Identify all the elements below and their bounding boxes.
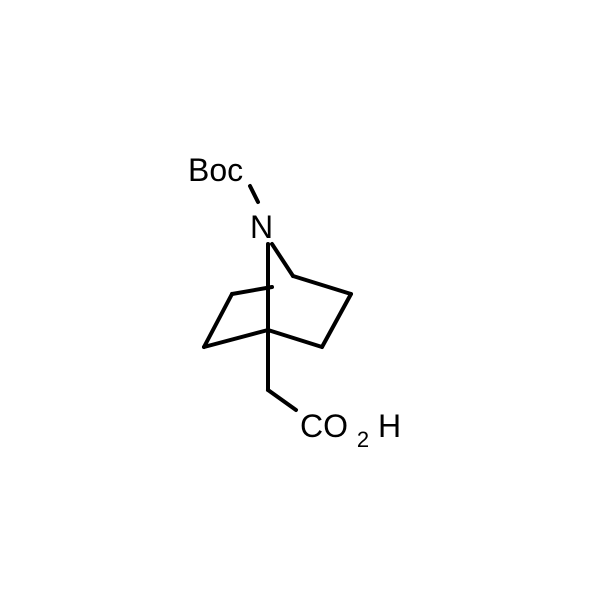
acid-suffix-label: H: [378, 408, 401, 444]
bond-lines: [202, 184, 353, 412]
boc-to-nitrogen-bond: [248, 184, 260, 204]
acid-subscript-label: 2: [357, 427, 369, 452]
left-lower-ring-bond: [202, 328, 270, 349]
carboxylic-acid-label: CO 2 H: [300, 408, 401, 454]
upper-bridgehead-to-right-carbon-bond: [291, 274, 353, 296]
nitrogen-label: N: [250, 209, 273, 245]
right-lower-ring-bond: [266, 328, 324, 349]
nitrogen-to-upper-bridgehead-bond: [270, 242, 295, 278]
atom-labels: Boc N CO 2 H: [188, 152, 401, 454]
methylene-to-acid-bond: [266, 388, 298, 412]
left-outer-ring-bond: [202, 292, 234, 349]
acid-prefix-label: CO: [300, 408, 348, 444]
right-outer-ring-bond: [320, 292, 353, 349]
left-upper-ring-bond: [230, 285, 274, 296]
boc-label: Boc: [188, 152, 243, 188]
